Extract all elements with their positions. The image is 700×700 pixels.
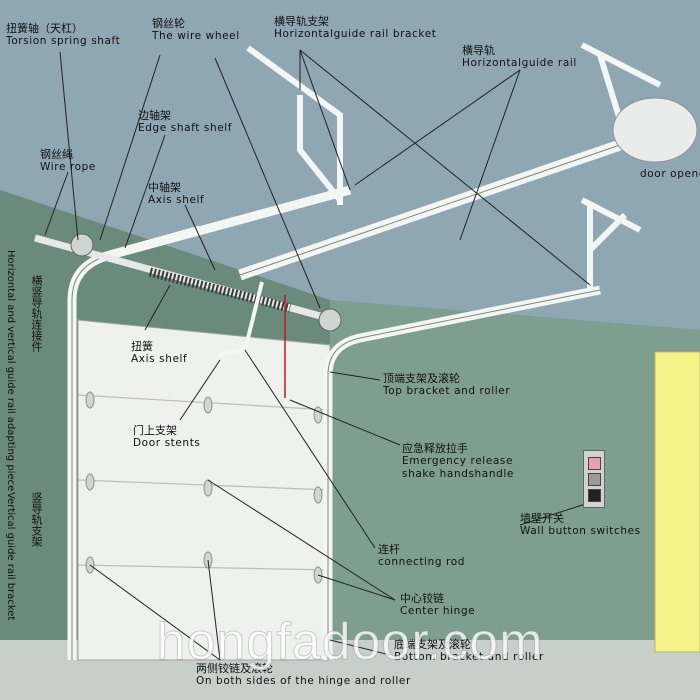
label-side-hinge-en: On both sides of the hinge and roller [196, 675, 411, 687]
wall-switch-panel [583, 450, 605, 508]
switch-button-bottom [588, 489, 601, 502]
label-edge-shaft-shelf: 边轴架 Edge shaft shelf [138, 109, 232, 135]
label-horizontal-rail: 横导轨 Horizontalguide rail [462, 44, 577, 70]
door-opener-unit [612, 97, 698, 163]
label-connecting-rod-en: connecting rod [378, 556, 466, 568]
label-door-stents-zh: 门上支架 [133, 424, 177, 437]
label-wall-button: 墙壁开关 Wall button switches [520, 512, 641, 538]
label-top-bracket-roller-en: Top bracket and roller [383, 385, 511, 397]
label-wire-rope-en: Wire rope [40, 161, 96, 173]
label-torsion-shaft-en: Torsion spring shaft [6, 35, 121, 47]
label-wire-wheel-en: The wire wheel [152, 30, 240, 42]
label-emergency-release-zh: 应急释放拉手 [402, 442, 468, 455]
label-emergency-release-en2: shake handshandle [402, 468, 514, 480]
label-emergency-release: 应急释放拉手 Emergency release shake handshand… [402, 442, 514, 481]
label-axis-shelf-top: 中轴架 Axis shelf [148, 181, 204, 207]
label-side-hinge: 两侧铰链及滚轮 On both sides of the hinge and r… [196, 662, 411, 688]
label-adapting-piece-en: Horizontal and vertical guide rail adapt… [5, 250, 16, 492]
label-center-hinge-zh: 中心铰链 [400, 592, 444, 605]
wire-wheel-right [318, 308, 342, 332]
label-rail-bracket-en: Horizontalguide rail bracket [274, 28, 437, 40]
label-wire-rope-zh: 钢丝绳 [40, 148, 73, 161]
label-side-hinge-zh: 两侧铰链及滚轮 [196, 662, 273, 675]
label-door-stents: 门上支架 Door stents [133, 424, 200, 450]
label-rail-bracket-zh: 横导轨支架 [274, 15, 329, 28]
label-wire-wheel: 钢丝轮 The wire wheel [152, 17, 240, 43]
label-wire-wheel-zh: 钢丝轮 [152, 17, 185, 30]
opener-bracket [580, 42, 662, 121]
label-connecting-rod: 连杆 connecting rod [378, 543, 465, 569]
label-axis-shelf-top-en: Axis shelf [148, 194, 205, 206]
side-door [654, 351, 700, 653]
label-bottom-bracket-en: Bottom bracket and roller [394, 651, 544, 663]
label-wire-rope: 钢丝绳 Wire rope [40, 148, 96, 174]
label-door-stents-en: Door stents [133, 437, 201, 449]
label-torsion-spring-en: Axis shelf [131, 353, 188, 365]
ceiling [0, 0, 700, 330]
label-wall-button-en: Wall button switches [520, 525, 641, 537]
left-horizontal-rail [108, 185, 352, 260]
label-door-opener: door opener [640, 168, 700, 181]
label-rail-bracket: 横导轨支架 Horizontalguide rail bracket [274, 15, 437, 41]
label-top-bracket-roller-zh: 顶端支架及滚轮 [383, 372, 460, 385]
label-top-bracket-roller: 顶端支架及滚轮 Top bracket and roller [383, 372, 510, 398]
label-horizontal-rail-en: Horizontalguide rail [462, 57, 577, 69]
label-door-opener-en: door opener [640, 168, 700, 180]
label-emergency-release-en: Emergency release [402, 455, 514, 467]
center-opener-rail-edge [239, 144, 621, 276]
label-torsion-spring: 扭簧 Axis shelf [131, 340, 187, 366]
leader-lines [44, 49, 599, 661]
label-horizontal-rail-zh: 横导轨 [462, 44, 495, 57]
rail-bracket-right [580, 197, 642, 290]
label-center-hinge: 中心铰链 Center hinge [400, 592, 475, 618]
label-adapting-piece-zh: 横竖导轨连接件 [30, 275, 43, 352]
right-vertical-rail-edge [327, 289, 601, 660]
switch-button-middle [588, 473, 601, 486]
wire-wheel-left [70, 233, 94, 257]
label-edge-shaft-shelf-zh: 边轴架 [138, 109, 171, 122]
label-torsion-shaft: 扭簧轴（天杠） Torsion spring shaft [6, 22, 120, 48]
label-vertical-bracket-zh: 竖导轨支架 [30, 492, 43, 547]
back-wall [330, 300, 700, 700]
watermark: hongfadoor.com [156, 613, 544, 672]
torsion-spring [148, 267, 292, 313]
label-axis-shelf-top-zh: 中轴架 [148, 181, 181, 194]
label-connecting-rod-zh: 连杆 [378, 543, 400, 556]
door-hinges [85, 391, 323, 584]
label-bottom-bracket: 底端支架及滚轮 Bottom bracket and roller [394, 638, 544, 664]
label-wall-button-zh: 墙壁开关 [520, 512, 564, 525]
label-vertical-bracket-en: Vertical guide rail bracket [5, 492, 16, 621]
label-center-hinge-en: Center hinge [400, 605, 476, 617]
rail-bracket-left [246, 45, 343, 205]
switch-button-top [588, 457, 601, 470]
label-torsion-shaft-zh: 扭簧轴（天杠） [6, 22, 83, 35]
label-bottom-bracket-zh: 底端支架及滚轮 [394, 638, 471, 651]
label-edge-shaft-shelf-en: Edge shaft shelf [138, 122, 233, 134]
label-torsion-spring-zh: 扭簧 [131, 340, 153, 353]
